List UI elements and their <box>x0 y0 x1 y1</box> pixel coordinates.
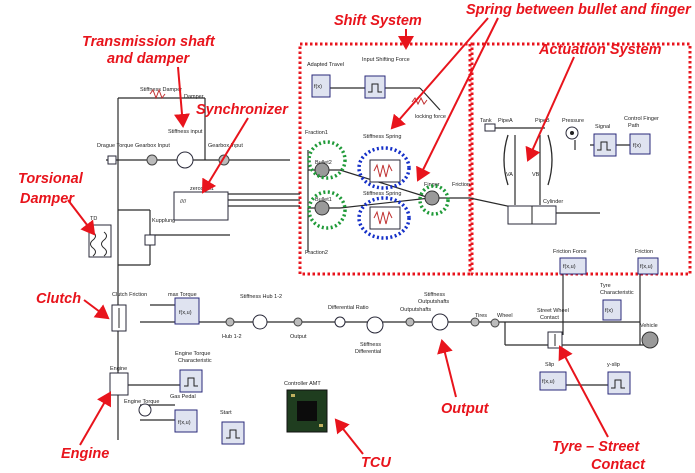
shift-system-annotation: Shift System <box>334 13 422 29</box>
fxu-label: f(x,u) <box>640 264 653 270</box>
hub12-label: Hub 1-2 <box>222 334 242 340</box>
signal-label: Signal <box>595 124 610 130</box>
stiffness-input-label: Stiffness input <box>168 129 203 135</box>
fx-label: f(x) <box>314 84 322 90</box>
engine-torque-char2-label: Characteristic <box>178 358 212 364</box>
gas-pedal-label: Gas Pedal <box>170 394 196 400</box>
engine-torque-char-label: Engine Torque <box>175 351 210 357</box>
street-wheel-label: Street Wheel <box>537 308 569 314</box>
stiffness-spring-label: Stiffness Spring <box>363 134 401 140</box>
gearbox-input-label: Gearbox Input <box>135 143 170 149</box>
torsional-damper-component: TD <box>89 216 111 257</box>
actuation-system-region <box>472 44 690 274</box>
controller-amt-label: Controller AMT <box>284 381 321 387</box>
vehicle-label: Vehicle <box>640 323 658 329</box>
fraction2-label: Fraction2 <box>305 250 328 256</box>
output-annotation: Output <box>441 401 490 417</box>
shift-force-label: Input Shifting Force <box>362 57 410 63</box>
va-label: VA <box>506 172 513 178</box>
fxu-label: f(x,u) <box>178 420 191 426</box>
tyre-characteristic-label: Tyre <box>600 283 611 289</box>
control-finger-label: Control Finger <box>624 116 659 122</box>
synchronizer-component: zeroshift1 //// <box>174 186 228 220</box>
clutch-friction-label: Clutch Friction <box>112 292 147 298</box>
fx-label: f(x) <box>605 308 613 314</box>
engine-torque-label: Engine Torque <box>124 399 159 405</box>
label-label: //// <box>180 199 187 205</box>
td-label: TD <box>90 216 97 222</box>
stiffness-outputshafts-label: Stiffness <box>424 292 445 298</box>
tcu-chip: Controller AMT <box>284 381 327 432</box>
output-lbl-label: Output <box>290 334 307 340</box>
friction-force-label: Friction Force <box>553 249 587 255</box>
drague-torque-label: Drague Torque <box>97 143 133 149</box>
tyre-annotation-line1: Tyre – Street <box>552 439 640 455</box>
gearbox-input2-label: Gearbox Input <box>208 143 243 149</box>
transmission-annotation-line2: and damper <box>107 51 191 67</box>
fx-label: f(x) <box>633 143 641 149</box>
shift-system-components: Adapted Travel f(x) Input Shifting Force… <box>305 57 470 256</box>
stiffness-differential2-label: Differential <box>355 349 381 355</box>
vb-label: VB <box>532 172 540 178</box>
pipe-b-label: PipeB <box>535 118 550 124</box>
fxu-label: f(x,u) <box>563 264 576 270</box>
output-components: Stiffness Hub 1-2 Hub 1-2 Output Differe… <box>222 292 479 355</box>
stiffness-damper-label: Stiffness Damper <box>140 87 182 93</box>
transmission-annotation-line1: Transmission shaft <box>82 34 216 50</box>
control-finger2-label: Path <box>628 123 639 129</box>
clutch-annotation: Clutch <box>36 291 81 307</box>
outputshafts-label: Outputshafts <box>400 307 431 313</box>
fxu-label: f(x,u) <box>542 379 555 385</box>
actuation-annotation: Actuation System <box>538 42 662 58</box>
y-slip-label: y-slip <box>607 362 620 368</box>
stiffness-damper-component: Stiffness Damper Damper Drague Torque Ge… <box>97 87 243 168</box>
tyre-characteristic2-label: Characteristic <box>600 290 634 296</box>
differential-ratio-label: Differential Ratio <box>328 305 369 311</box>
pipe-a-label: PipeA <box>498 118 513 124</box>
stiffness-spring2-label: Stiffness Spring <box>363 191 401 197</box>
torsional-annotation-line1: Torsional <box>18 171 84 187</box>
friction-label: Friction <box>452 182 470 188</box>
cylinder-label: Cylinder <box>543 199 563 205</box>
wheel-label: Wheel <box>497 313 513 319</box>
torsional-annotation-line2: Damper <box>20 191 75 207</box>
stiffness-hub-label: Stiffness Hub 1-2 <box>240 294 282 300</box>
stiffness-outputshafts2-label: Outputshafts <box>418 299 449 305</box>
tyre-annotation-line2: Contact <box>591 457 646 473</box>
fxu-label: f(x,u) <box>179 310 192 316</box>
spring-annotation: Spring between bullet and finger <box>466 2 692 18</box>
tcu-annotation: TCU <box>361 455 391 471</box>
kupplung-capacitor <box>145 235 155 245</box>
max-torque-label: max Torque <box>168 292 197 298</box>
annotations: Shift System Spring between bullet and f… <box>18 2 692 473</box>
clutch-component: Clutch Friction max Torque f(x,u) <box>112 292 199 331</box>
zeroshift-label: zeroshift1 <box>190 186 214 192</box>
actuation-components: Tank PipeA PipeB Pressure VA VB Cylinder… <box>480 116 659 224</box>
start-label: Start <box>220 410 232 416</box>
street-wheel2-label: Contact <box>540 315 559 321</box>
kupplung-label: Kupplung <box>152 218 175 224</box>
engine-component: Engine Engine Torque Characteristic Engi… <box>110 351 244 444</box>
damper-label: Damper <box>184 94 204 100</box>
adapted-travel-label: Adapted Travel <box>307 62 344 68</box>
tank-label: Tank <box>480 118 492 124</box>
fraction1-label: Fraction1 <box>305 130 328 136</box>
stiffness-differential-label: Stiffness <box>360 342 381 348</box>
synchronizer-annotation: Synchronizer <box>196 102 289 118</box>
engine-annotation: Engine <box>61 446 109 462</box>
locking-force-label: locking force <box>415 114 446 120</box>
friction-r-label: Friction <box>635 249 653 255</box>
engine-lbl-label: Engine <box>110 366 127 372</box>
slip-label: Slip <box>545 362 554 368</box>
pressure-label: Pressure <box>562 118 584 124</box>
